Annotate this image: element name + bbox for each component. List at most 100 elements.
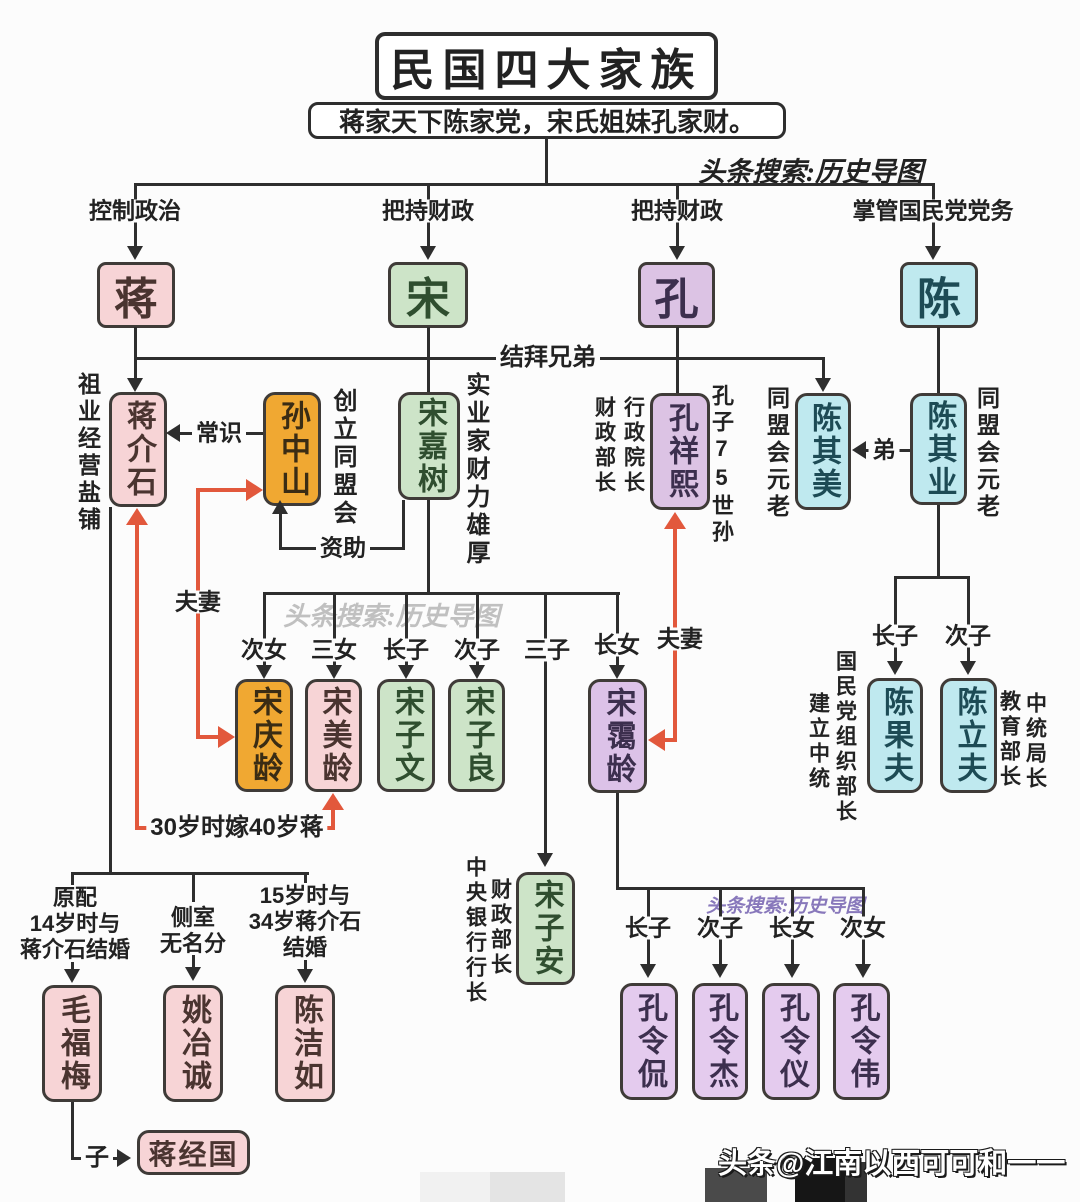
line	[544, 139, 548, 184]
arrowhead	[256, 665, 272, 679]
arrowhead	[855, 964, 871, 978]
node-family-song: 宋	[388, 262, 468, 328]
label-kong-kid-2nd-daughter: 次女	[836, 916, 890, 940]
label-sworn-brothers: 结拜兄弟	[496, 346, 600, 370]
note-zian-finance: 财政部长	[488, 878, 512, 978]
label-son: 子	[81, 1146, 113, 1170]
note-kong-descendant: 孔子75世孙	[709, 384, 734, 546]
line	[936, 505, 940, 578]
arrowhead	[166, 424, 180, 442]
label-couple-kong: 夫妻	[653, 627, 707, 651]
note-zian-bank: 中央银行行长	[463, 856, 487, 1006]
line	[133, 356, 825, 360]
line	[936, 327, 940, 393]
arrowhead	[609, 665, 625, 679]
arrowhead	[326, 665, 342, 679]
label-song-kid-1st-daughter: 长女	[590, 633, 644, 657]
node-yao-yecheng: 姚冶诚	[163, 985, 223, 1102]
arrowhead	[784, 964, 800, 978]
line	[426, 327, 430, 392]
red-arrowhead	[218, 726, 235, 748]
red-arrowhead	[322, 793, 344, 810]
arrowhead	[420, 246, 436, 260]
arrowhead	[185, 967, 201, 981]
node-chen-guofu: 陈果夫	[867, 678, 923, 793]
node-chen-jieru: 陈洁如	[275, 985, 335, 1102]
red-arrowhead	[664, 512, 686, 529]
label-appreciation: 常识	[192, 421, 246, 445]
node-chen-lifu: 陈立夫	[940, 678, 997, 793]
red-line	[196, 735, 220, 739]
watermark-top: 头条搜索:历史导图	[698, 157, 923, 187]
arrowhead	[469, 665, 485, 679]
node-chen-qiye: 陈其业	[910, 393, 967, 505]
node-song-meiling: 宋美龄	[305, 679, 362, 792]
node-kong-xiangxi: 孔祥熙	[650, 393, 710, 510]
page-title: 民国四大家族	[375, 32, 718, 100]
label-brother: 弟	[868, 438, 900, 462]
arrowhead	[925, 246, 941, 260]
node-song-ziwen: 宋子文	[377, 679, 435, 792]
label-hold-finance-song: 把持财政	[378, 199, 478, 223]
note-jieru-marriage: 15岁时与 34岁蒋介石 结婚	[248, 883, 362, 960]
red-line	[135, 523, 139, 830]
line	[475, 591, 479, 668]
arrowhead	[669, 246, 685, 260]
note-qimei-veteran: 同盟会元老	[763, 386, 790, 521]
line	[303, 960, 307, 970]
subtitle: 蒋家天下陈家党，宋氏姐妹孔家财。	[308, 102, 786, 139]
node-song-qingling: 宋庆龄	[235, 679, 293, 792]
node-mao-fumei: 毛福梅	[42, 985, 102, 1102]
arrowhead	[127, 246, 143, 260]
node-song-ailing: 宋霭龄	[588, 679, 647, 793]
red-arrowhead	[648, 729, 665, 751]
bottom-strip-block	[705, 1168, 767, 1202]
label-chen-kid-2nd-son: 次子	[941, 624, 995, 648]
watermark-credit: 头条@江南以西可可和一一	[718, 1148, 1066, 1180]
line	[70, 871, 74, 885]
label-chen-kid-1st-son: 长子	[868, 624, 922, 648]
node-family-jiang: 蒋	[97, 262, 175, 328]
label-funding: 资助	[316, 536, 370, 560]
line	[615, 793, 619, 889]
node-family-kong: 孔	[638, 262, 715, 328]
line	[543, 591, 547, 856]
bottom-strip-block	[795, 1158, 845, 1202]
red-line	[663, 738, 677, 742]
arrowhead	[815, 378, 831, 392]
red-line	[331, 806, 335, 828]
note-qiye-veteran: 同盟会元老	[973, 386, 1000, 521]
label-hold-finance-kong: 把持财政	[627, 199, 727, 223]
note-yao-concubine: 侧室 无名分	[159, 905, 227, 956]
watermark-middle: 头条搜索:历史导图	[283, 602, 500, 631]
note-song-tycoon: 实业家财力雄厚	[462, 372, 489, 568]
arrowhead	[117, 1149, 131, 1167]
arrowhead	[537, 853, 553, 867]
node-kong-lingkan: 孔令侃	[620, 983, 678, 1100]
line	[278, 512, 282, 549]
line	[615, 591, 619, 668]
watermark-purple: 头条搜索:历史导图	[706, 896, 865, 917]
node-chen-qimei: 陈其美	[795, 393, 851, 510]
line	[893, 575, 897, 664]
label-song-kid-2nd-son: 次子	[450, 638, 504, 662]
arrowhead	[272, 500, 288, 514]
label-control-politics: 控制政治	[85, 199, 185, 223]
arrowhead	[852, 441, 866, 459]
node-family-chen: 陈	[900, 262, 978, 328]
note-guofu-org: 国民党组织部长	[833, 650, 857, 825]
node-song-zian: 宋子安	[516, 872, 575, 985]
line	[404, 591, 408, 668]
node-jiang-jingguo: 蒋经国	[137, 1130, 250, 1175]
label-kong-kid-1st-daughter: 长女	[765, 916, 819, 940]
node-jiang-jieshi: 蒋介石	[109, 392, 167, 507]
bottom-strip-block	[490, 1172, 565, 1202]
label-song-kid-3rd-daughter: 三女	[307, 638, 361, 662]
line	[70, 1102, 74, 1160]
note-kong-executive: 行政院长	[621, 396, 645, 496]
line	[70, 962, 74, 970]
label-song-kid-1st-son: 长子	[379, 638, 433, 662]
line	[303, 871, 307, 883]
note-kong-finance: 财政部长	[592, 396, 616, 496]
line	[262, 591, 620, 595]
